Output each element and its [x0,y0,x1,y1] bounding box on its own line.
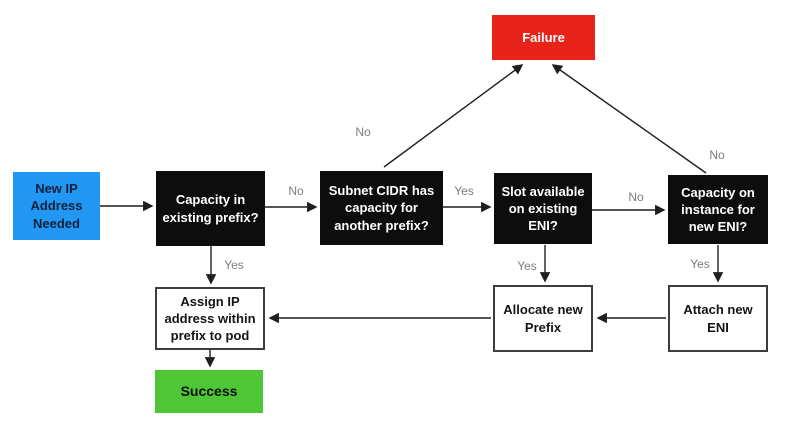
edge-label-no: No [288,184,304,198]
process-attach-new-eni: Attach new ENI [668,285,768,352]
edge-label-yes: Yes [690,257,710,271]
edge-label-no: No [628,190,644,204]
edge-subnet-cidr-to-failure [383,64,524,168]
edge-label-yes: Yes [517,259,537,273]
decision-slot-available-eni: Slot available on existing ENI? [494,173,592,244]
start-node-new-ip-needed: New IP Address Needed [13,172,100,240]
edge-label-no: No [709,148,725,162]
edge-label-yes: Yes [454,184,474,198]
process-assign-ip-to-pod: Assign IP address within prefix to pod [155,287,265,350]
decision-subnet-cidr-capacity: Subnet CIDR has capacity for another pre… [320,171,443,245]
edge-label-yes: Yes [224,258,244,272]
decision-capacity-existing-prefix: Capacity in existing prefix? [156,171,265,246]
terminal-success-node: Success [155,370,263,413]
edge-label-no: No [355,125,371,139]
terminal-failure-node: Failure [492,15,595,60]
process-allocate-new-prefix: Allocate new Prefix [493,285,593,352]
decision-capacity-new-eni: Capacity on instance for new ENI? [668,175,768,244]
edge-capacity-eni-to-failure [551,64,707,174]
